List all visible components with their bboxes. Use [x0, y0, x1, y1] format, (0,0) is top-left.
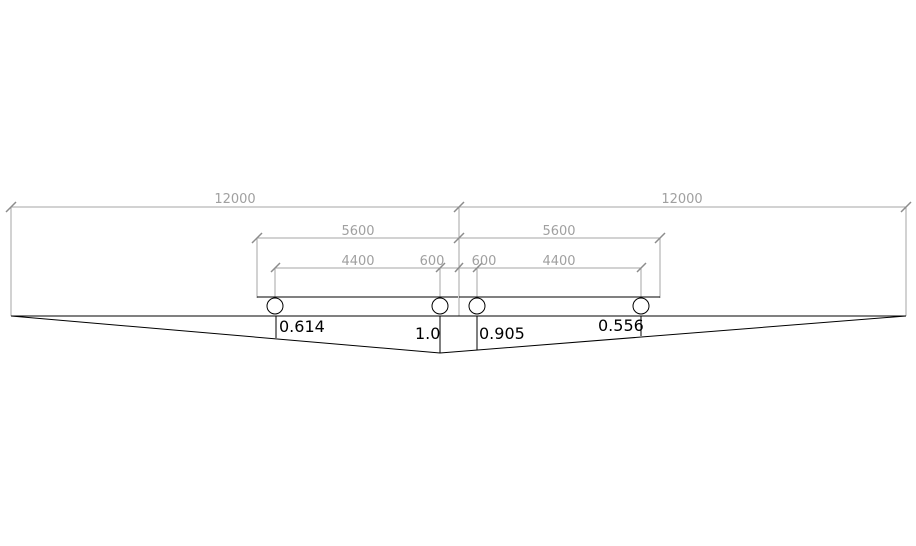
right-gap-label: 600 [472, 254, 497, 269]
right-span-label: 12000 [661, 192, 702, 207]
tick-mark [453, 232, 465, 244]
ordinate-value-2: 1.0 [415, 324, 440, 343]
ordinate-value-3: 0.905 [479, 324, 525, 343]
tick-mark [270, 262, 281, 273]
right-wheelbase-label: 5600 [542, 224, 575, 239]
left-inner-label: 4400 [341, 254, 374, 269]
wheel-4 [632, 297, 650, 315]
left-gap-label: 600 [420, 254, 445, 269]
left-wheelbase-label: 5600 [341, 224, 374, 239]
tick-mark [435, 262, 446, 273]
left-span-label: 12000 [214, 192, 255, 207]
tick-mark [453, 201, 465, 213]
ordinate-value-4: 0.556 [598, 316, 644, 335]
tick-mark [900, 201, 912, 213]
right-inner-label: 4400 [542, 254, 575, 269]
tick-mark [654, 232, 666, 244]
tick-mark [5, 201, 17, 213]
wheel-3 [468, 297, 486, 315]
tick-mark [636, 262, 647, 273]
wheel-2 [431, 297, 449, 315]
wheel-1 [266, 297, 284, 315]
ordinate-value-1: 0.614 [279, 317, 325, 336]
tick-mark [251, 232, 263, 244]
influence-line [10, 315, 907, 354]
tick-mark [472, 262, 483, 273]
tick-mark [454, 262, 464, 273]
